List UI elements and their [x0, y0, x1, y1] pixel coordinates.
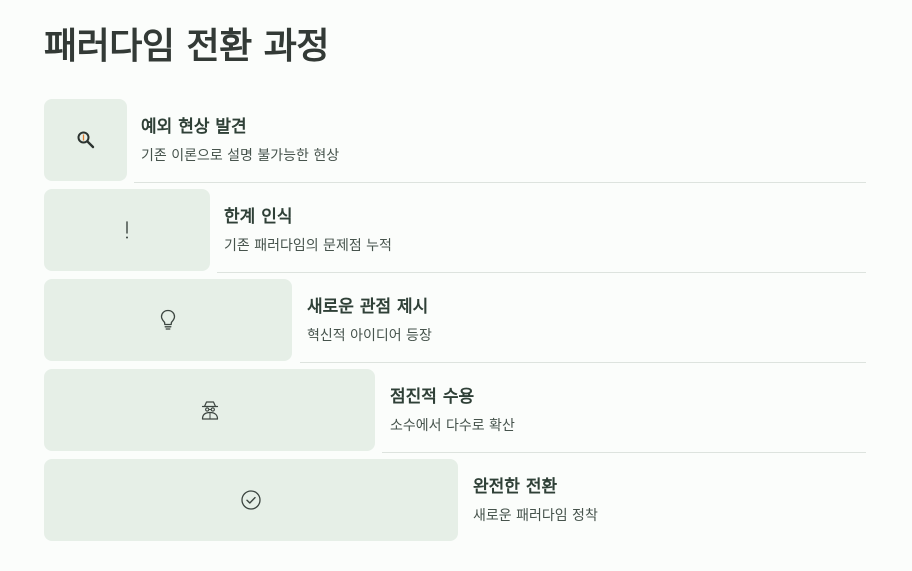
step-4-description: 소수에서 다수로 확산 [390, 418, 515, 434]
step-5: 완전한 전환 새로운 패러다임 정착 [44, 459, 866, 543]
step-1: 예외 현상 발견 기존 이론으로 설명 불가능한 현상 [44, 99, 866, 183]
lightbulb-icon [158, 308, 178, 332]
step-1-box [44, 99, 127, 181]
step-2: 한계 인식 기존 패러다임의 문제점 누적 [44, 189, 866, 273]
step-5-box [44, 459, 458, 541]
step-2-description: 기존 패러다임의 문제점 누적 [224, 238, 392, 254]
step-2-title: 한계 인식 [224, 207, 293, 227]
check-circle-icon [240, 489, 262, 511]
step-1-description: 기존 이론으로 설명 불가능한 현상 [141, 148, 340, 164]
search-icon [75, 129, 97, 151]
exclamation-icon [122, 219, 132, 241]
step-4-box [44, 369, 375, 451]
step-1-text: 예외 현상 발견 기존 이론으로 설명 불가능한 현상 [134, 99, 866, 183]
step-4: 점진적 수용 소수에서 다수로 확산 [44, 369, 866, 453]
step-2-box [44, 189, 210, 271]
users-icon [199, 399, 221, 421]
step-4-title: 점진적 수용 [390, 387, 475, 407]
step-3-title: 새로운 관점 제시 [307, 297, 429, 317]
step-5-description: 새로운 패러다임 정착 [473, 508, 598, 524]
step-1-title: 예외 현상 발견 [141, 117, 247, 137]
step-3-box [44, 279, 292, 361]
step-5-title: 완전한 전환 [473, 477, 558, 497]
step-3: 새로운 관점 제시 혁신적 아이디어 등장 [44, 279, 866, 363]
step-2-text: 한계 인식 기존 패러다임의 문제점 누적 [217, 189, 866, 273]
page-title: 패러다임 전환 과정 [44, 26, 330, 67]
step-4-text: 점진적 수용 소수에서 다수로 확산 [382, 369, 866, 453]
step-3-text: 새로운 관점 제시 혁신적 아이디어 등장 [300, 279, 866, 363]
step-5-text: 완전한 전환 새로운 패러다임 정착 [465, 459, 866, 543]
step-3-description: 혁신적 아이디어 등장 [307, 328, 432, 344]
